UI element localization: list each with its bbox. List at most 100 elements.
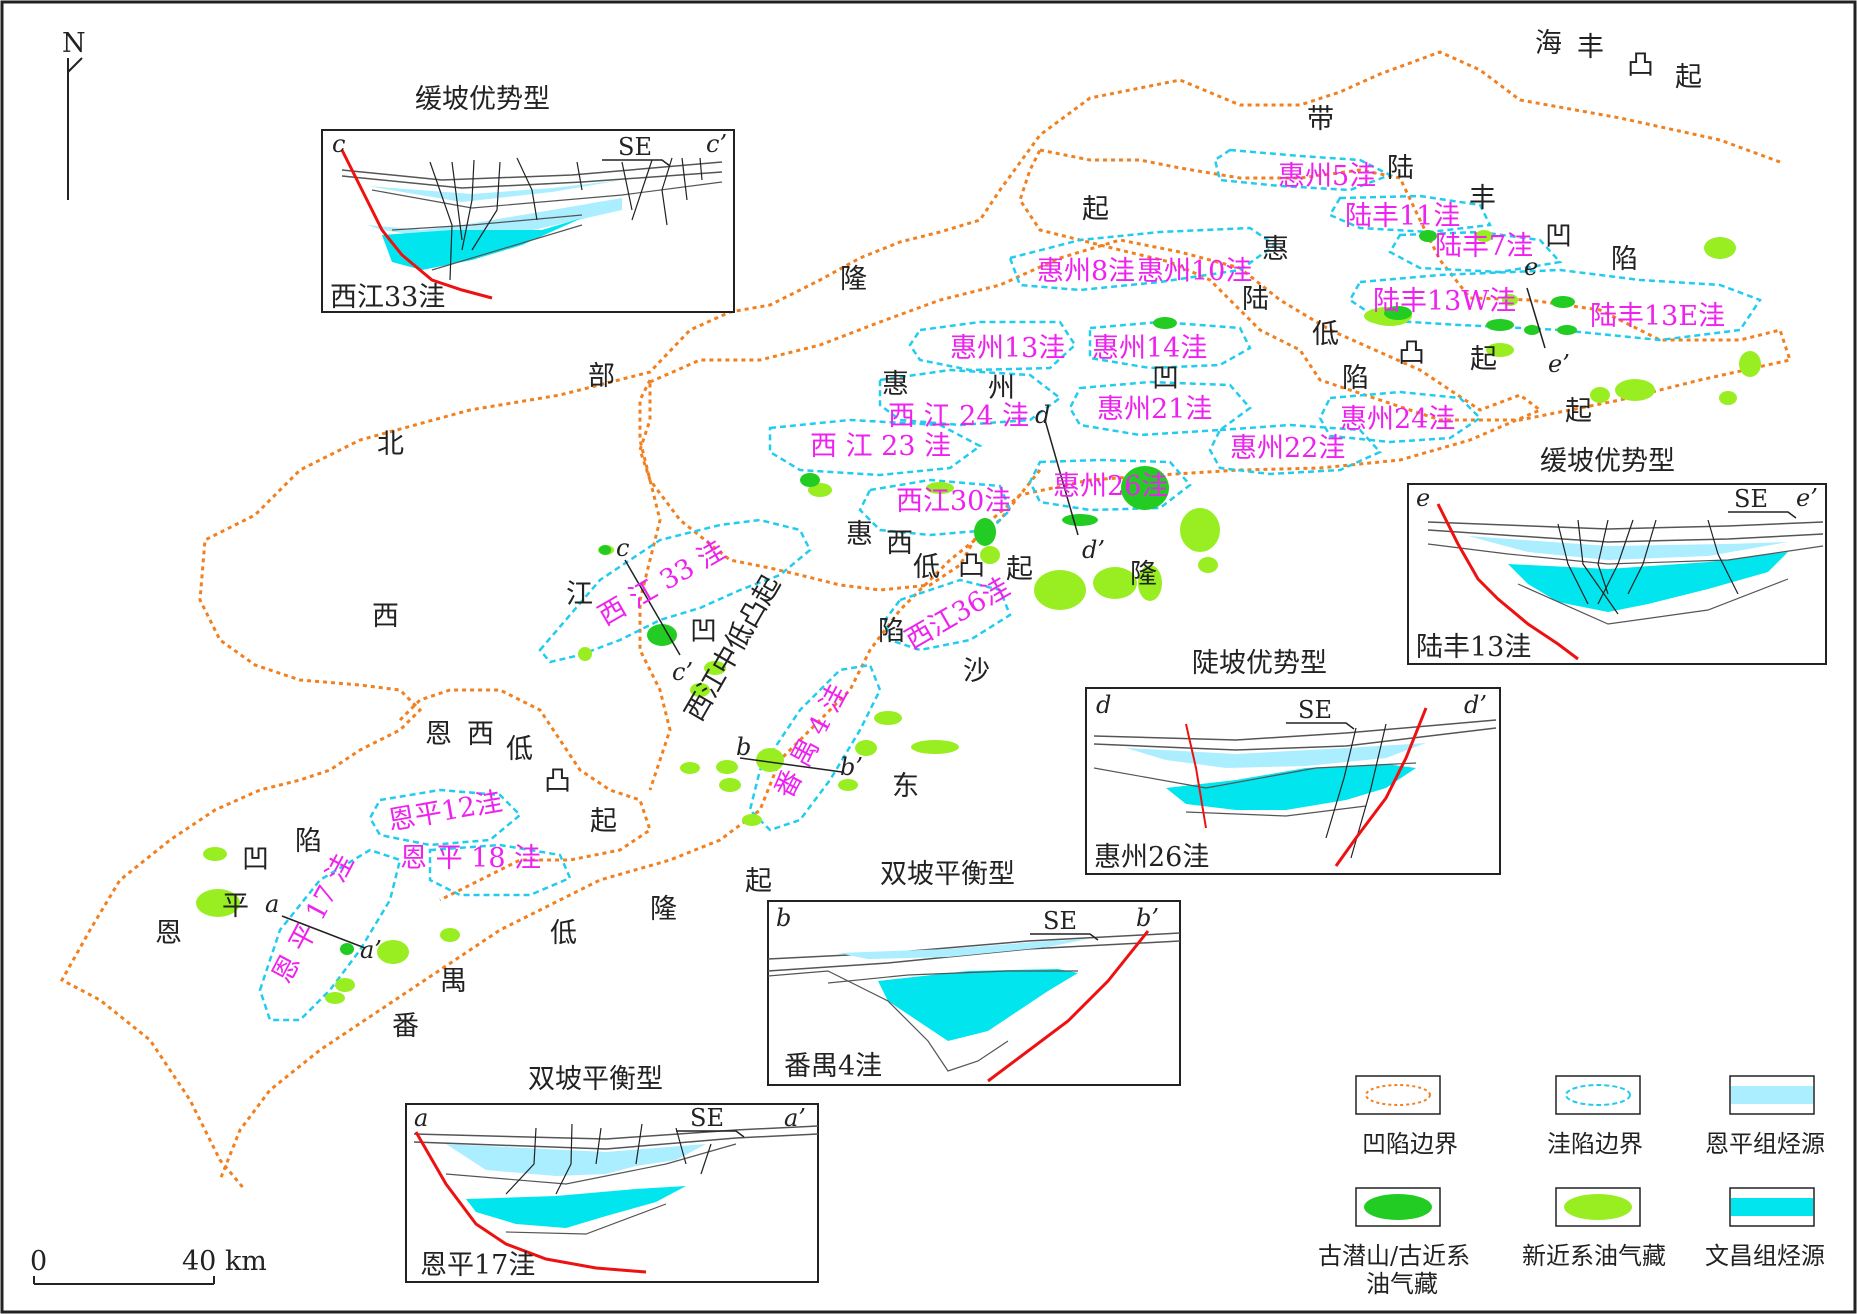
region-char: 陷 [878,616,905,647]
subsag-label: 西江30洼 [896,486,1011,517]
neogene-field [377,940,409,964]
region-char: 平 [222,891,249,922]
subsag-xj33 [538,518,812,664]
region-char: 海 [1535,28,1562,59]
neogene-field [1093,567,1137,599]
region-char: 番 [392,1011,419,1042]
neogene-field [719,778,741,792]
region-char: 凸 [1627,50,1654,81]
region-char: 低 [1312,319,1339,350]
section-b-direction: SE [1043,907,1077,935]
subsag-hz13 [908,320,1077,372]
region-char: 陆 [1387,153,1414,184]
neogene-field [704,661,726,675]
subsag-lf11 [1328,194,1492,234]
subsag-label: 惠州26洼 [1053,471,1168,502]
neogene-field [1475,230,1493,242]
subsag-label: 陆丰13E洼 [1590,301,1725,332]
subsag-hz21 [1068,380,1252,437]
neogene-field [911,740,959,754]
section-b-right: b’ [1136,904,1159,932]
subsag-label: 惠州5洼 [1278,161,1376,192]
subsag-label: 西 江 24 洼 [888,401,1029,432]
legend-item-subsag-boundary: 洼陷边界 [1547,1075,1643,1158]
section-b-type: 双坡平衡型 [880,859,1015,890]
buried-hill-field [647,624,677,646]
north-label: N [62,28,86,59]
subsag-label: 西 江 23 洼 [810,431,951,462]
section-a-right: a’ [784,1104,806,1132]
section-a-type: 双坡平衡型 [528,1064,663,1095]
point-e2: e’ [1548,350,1570,378]
neogene-field [926,482,954,494]
neogene-field [1739,351,1761,377]
section-e-name: 陆丰13洼 [1416,632,1531,663]
neogene-field [1034,570,1086,610]
buried-hill-field [1419,230,1437,242]
section-a-name: 恩平17洼 [420,1250,535,1281]
neogene-field [196,889,240,917]
region-char: 起 [590,806,617,837]
point-e: e [1524,253,1538,281]
neogene-field [335,978,355,992]
sag-boundary-outer [59,50,1781,1191]
region-char: 州 [988,373,1015,404]
subsag-ep17 [258,848,402,1022]
legend-item-wenchang-source: 文昌组烃源 [1705,1187,1825,1270]
section-lines [281,287,1546,949]
subsag-label: 惠州22洼 [1230,433,1345,464]
section-c-name: 西江33洼 [330,282,445,313]
neogene-field [716,760,738,774]
region-char: 陷 [1342,363,1369,394]
section-e-right: e’ [1796,484,1818,512]
region-labels: 海 丰 凸 起 带 起 陆 丰 凹 陷 惠 陆 低 凸 起 陷 起 隆 部 北 … [155,28,1702,1042]
neogene-field [1719,391,1737,405]
neogene-field [440,928,460,942]
region-char: 东 [892,771,919,802]
legend-item-buried-hill: 古潜山/古近系 油气藏 [1318,1187,1470,1298]
subsag-label: 惠州13洼 [950,333,1065,364]
section-line-e [1526,287,1546,349]
subsag-label: 陆丰7洼 [1435,231,1533,262]
legend-label: 凹陷边界 [1362,1130,1458,1158]
section-d-direction: SE [1298,696,1332,724]
subsag-label: 惠州21洼 [1097,394,1212,425]
region-char: 起 [745,866,772,897]
subsag-labels: 惠州5洼 陆丰11洼 陆丰7洼 惠州8洼 惠州10洼 陆丰13W洼 陆丰13E洼… [810,161,1725,517]
neogene-field [838,779,858,791]
neogene-field [1590,387,1610,403]
region-char: 起 [1006,554,1033,585]
section-e-inset: e e’ SE 陆丰13洼 [1407,483,1827,665]
section-line-b [739,757,843,773]
section-line-c [624,559,681,656]
region-char: 凸 [544,766,571,797]
buried-hill-field [1121,466,1169,510]
neogene-field [855,740,877,756]
point-b2: b’ [840,753,863,781]
section-d-type: 陡坡优势型 [1192,648,1327,679]
region-char: 隆 [650,894,677,925]
subsag-label: 惠州24洼 [1340,404,1455,435]
region-char: 部 [588,361,615,392]
neogene-field [980,546,1000,564]
neogene-field [1615,379,1655,401]
section-a-inset: a a’ SE 恩平17洼 [405,1103,819,1283]
region-char: 凹 [690,616,717,647]
buried-hill-field [1551,296,1575,308]
region-char: 凸 [1398,338,1425,369]
region-char: 西 [886,528,913,559]
neogene-field [1486,343,1514,357]
region-char: 带 [1307,104,1334,135]
section-e-left: e [1416,484,1430,512]
scale-zero: 0 [30,1246,47,1277]
subsag-label-ep18: 恩 平 18 洼 [400,843,541,874]
region-char: 陆 [1242,284,1269,315]
section-b-left: b [776,904,791,932]
subsag-xj36 [883,578,1012,652]
subsag-hz26 [1028,458,1192,512]
region-char: 陷 [295,826,322,857]
region-char: 凹 [1152,363,1179,394]
region-char: 起 [1470,344,1497,375]
section-line-d [1044,419,1079,536]
neogene-field [1704,237,1736,259]
